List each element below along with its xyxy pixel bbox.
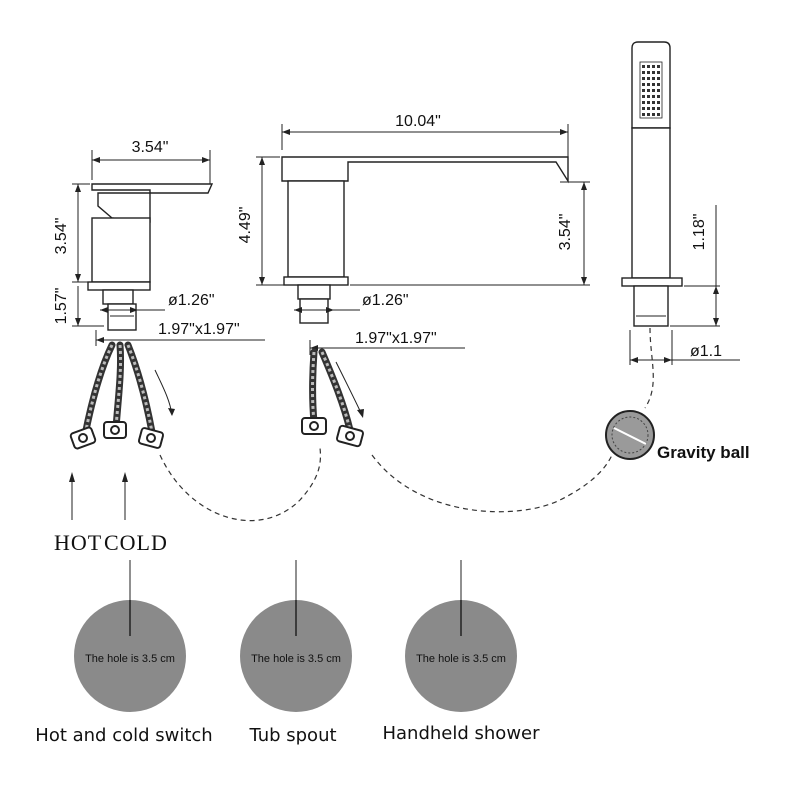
hot-label: HOT xyxy=(54,530,102,555)
shower-diameter-dimension: ø1.1 xyxy=(690,343,722,360)
hole-note: The hole is 3.5 cm xyxy=(85,653,175,665)
spout-height-dimension: 4.49" xyxy=(237,207,254,244)
cold-label: COLD xyxy=(104,530,168,555)
tub-spout-drawing: 10.04" 4.49" 3.54" ø1.26" 1.97"x1.97" xyxy=(237,113,590,448)
hose-route-line xyxy=(159,447,322,522)
spray-nozzles-icon xyxy=(639,61,663,119)
gravity-ball-icon xyxy=(605,410,655,460)
spout-length-dimension: 10.04" xyxy=(395,113,441,130)
spout-hose-size-dimension: 1.97"x1.97" xyxy=(355,330,437,347)
switch-base-height-dimension: 1.57" xyxy=(53,288,70,325)
cold-arrow-icon xyxy=(122,472,128,482)
hole-caption: Handheld shower xyxy=(382,723,540,744)
hole-caption: Tub spout xyxy=(248,725,336,746)
hole-shower: The hole is 3.5 cm Handheld shower xyxy=(382,560,540,744)
hose-connector-icon xyxy=(69,426,97,450)
switch-width-dimension: 3.54" xyxy=(132,139,169,156)
shower-height-dimension: 1.18" xyxy=(691,214,708,251)
hole-spout: The hole is 3.5 cm Tub spout xyxy=(240,560,352,746)
switch-height-dimension: 3.54" xyxy=(53,218,70,255)
hole-caption: Hot and cold switch xyxy=(35,725,212,746)
hole-switch: The hole is 3.5 cm Hot and cold switch xyxy=(35,560,213,746)
handheld-shower-drawing: 1.18" ø1.1 Gravity ball xyxy=(605,41,750,462)
spout-reach-height-dimension: 3.54" xyxy=(557,214,574,251)
hose-connector-icon xyxy=(336,424,364,448)
gravity-ball-label: Gravity ball xyxy=(657,443,750,462)
switch-diameter-dimension: ø1.26" xyxy=(168,292,215,309)
hose-route-line xyxy=(371,454,613,513)
hose-connector-icon xyxy=(137,427,165,449)
switch-hose-size-dimension: 1.97"x1.97" xyxy=(158,321,240,338)
hole-note: The hole is 3.5 cm xyxy=(416,653,506,665)
spout-diameter-dimension: ø1.26" xyxy=(362,292,409,309)
hot-cold-switch-drawing: 3.54" 3.54" 1.57" ø1.26" 1.97"x1.9 xyxy=(53,139,265,555)
hose-connector-icon xyxy=(103,421,127,439)
hot-arrow-icon xyxy=(69,472,75,482)
hose-connector-icon xyxy=(301,417,327,435)
hole-note: The hole is 3.5 cm xyxy=(251,653,341,665)
